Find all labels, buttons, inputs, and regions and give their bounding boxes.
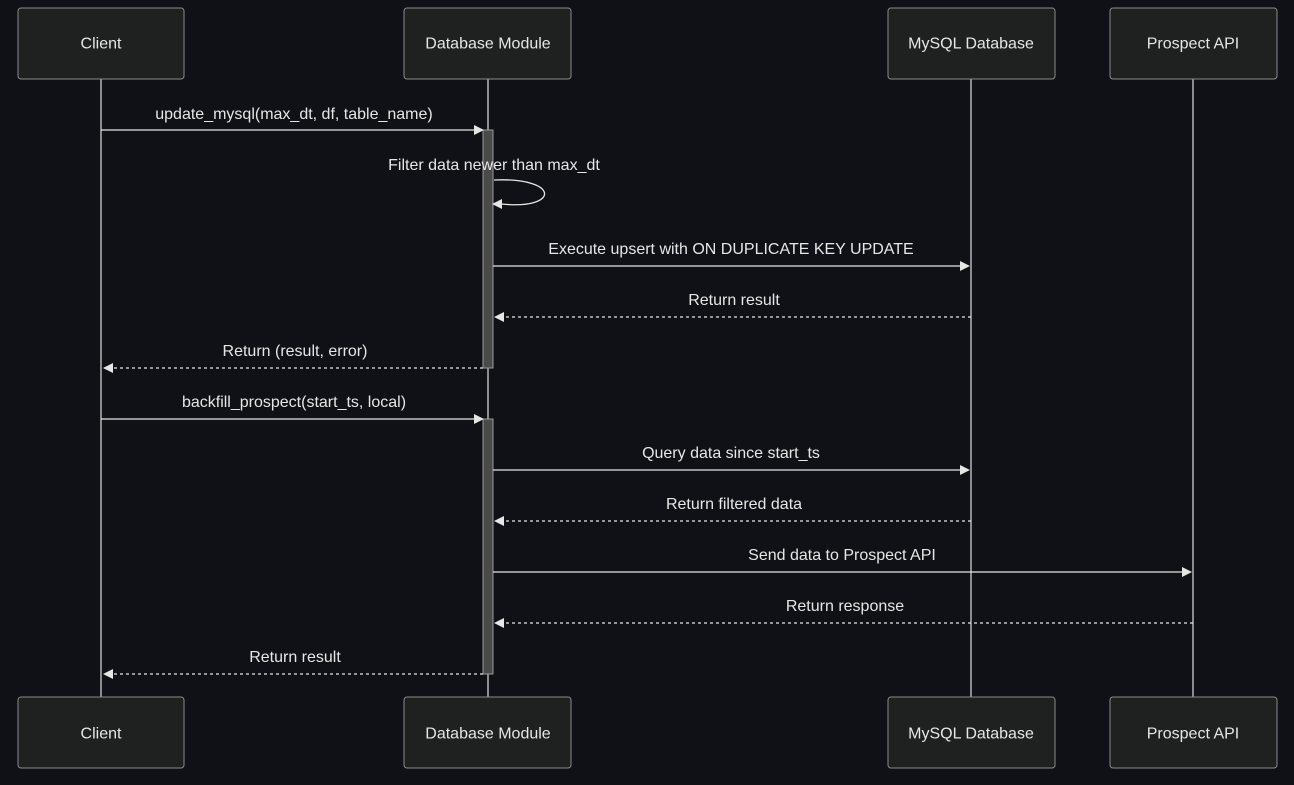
- message-label: Return result: [688, 292, 780, 309]
- message-label: Execute upsert with ON DUPLICATE KEY UPD…: [548, 241, 913, 258]
- arrowhead-left-icon: [494, 516, 504, 526]
- actor-database-module-bottom: Database Module: [403, 696, 572, 769]
- message-label: Filter data newer than max_dt: [388, 157, 600, 174]
- actor-database-module-top: Database Module: [403, 7, 572, 80]
- actor-prospect-api-bottom: Prospect API: [1109, 696, 1278, 769]
- actor-client-bottom-label: Client: [81, 726, 122, 743]
- arrowhead-right-icon: [474, 414, 484, 424]
- message-label: Return filtered data: [666, 496, 802, 513]
- actor-prospect-api-bottom-label: Prospect API: [1147, 726, 1240, 743]
- actor-client-top-label: Client: [81, 36, 122, 53]
- actor-mysql-database-bottom-label: MySQL Database: [908, 726, 1034, 743]
- arrowhead-right-icon: [960, 261, 970, 271]
- arrowhead-left-icon: [494, 618, 504, 628]
- actor-database-module-top-label: Database Module: [425, 36, 551, 53]
- message-query-data: Query data since start_ts: [493, 445, 970, 475]
- actor-prospect-api-top: Prospect API: [1109, 7, 1278, 80]
- activation-bar-2: [482, 418, 494, 675]
- message-label: backfill_prospect(start_ts, local): [182, 394, 406, 411]
- actor-mysql-database-top: MySQL Database: [887, 7, 1056, 80]
- actor-client-bottom: Client: [17, 696, 185, 769]
- message-label: Return (result, error): [223, 343, 368, 360]
- actor-mysql-database-bottom: MySQL Database: [887, 696, 1056, 769]
- arrowhead-right-icon: [1182, 567, 1192, 577]
- message-filter-self: Filter data newer than max_dt: [388, 157, 600, 209]
- message-update-mysql: update_mysql(max_dt, df, table_name): [101, 106, 484, 135]
- actor-prospect-api-top-label: Prospect API: [1147, 36, 1240, 53]
- message-return-filtered-data: Return filtered data: [494, 496, 971, 526]
- arrowhead-right-icon: [960, 465, 970, 475]
- activation-bar-1: [482, 129, 494, 369]
- actor-client-top: Client: [17, 7, 185, 80]
- message-return-result-mysql: Return result: [494, 292, 971, 322]
- message-label: Send data to Prospect API: [748, 547, 936, 564]
- message-label: Query data since start_ts: [642, 445, 820, 462]
- actor-database-module-bottom-label: Database Module: [425, 726, 551, 743]
- message-return-result-client: Return result: [103, 649, 483, 679]
- message-label: update_mysql(max_dt, df, table_name): [155, 106, 432, 123]
- message-backfill-prospect: backfill_prospect(start_ts, local): [101, 394, 484, 424]
- message-label: Return response: [786, 598, 904, 615]
- arrowhead-left-icon: [103, 363, 113, 373]
- arrowhead-left-icon: [492, 199, 502, 209]
- message-return-result-error: Return (result, error): [103, 343, 483, 373]
- message-return-response: Return response: [494, 598, 1193, 628]
- message-send-data: Send data to Prospect API: [493, 547, 1192, 577]
- message-label: Return result: [249, 649, 341, 666]
- message-execute-upsert: Execute upsert with ON DUPLICATE KEY UPD…: [493, 241, 970, 271]
- arrowhead-right-icon: [474, 125, 484, 135]
- actor-mysql-database-top-label: MySQL Database: [908, 36, 1034, 53]
- arrowhead-left-icon: [103, 669, 113, 679]
- arrowhead-left-icon: [494, 312, 504, 322]
